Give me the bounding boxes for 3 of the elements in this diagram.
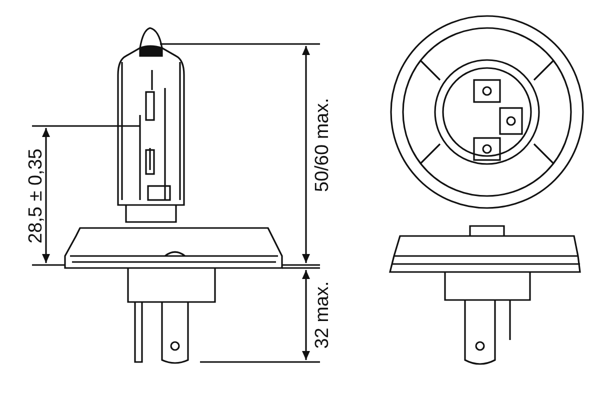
dimension-label: 50/60 max. [312,98,334,192]
dimension-label: 28,5 ± 0,35 [24,148,47,244]
dimension-label: 32 max. [312,281,334,349]
